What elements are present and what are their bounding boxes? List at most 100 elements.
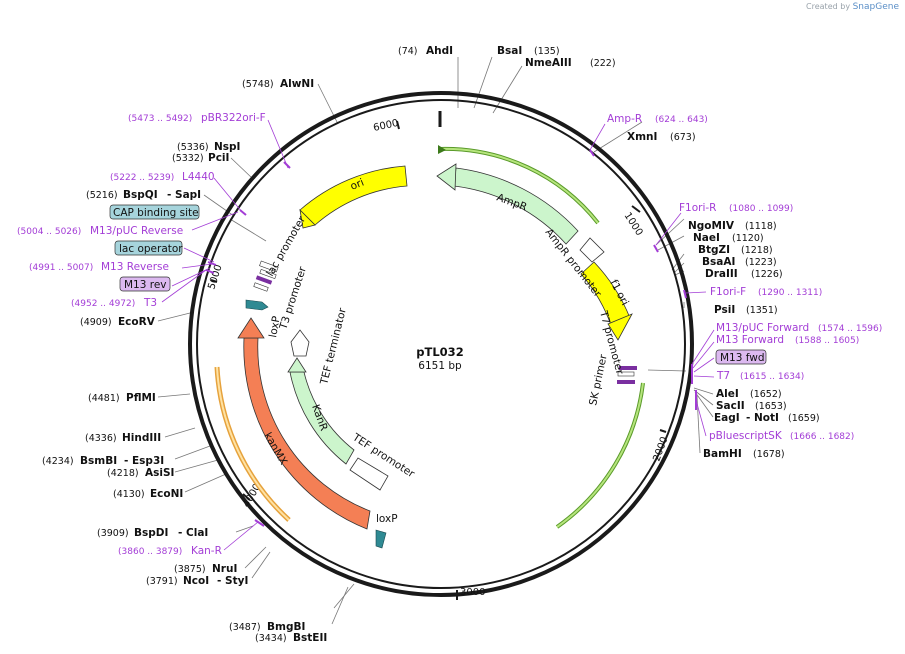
enzyme-nspi: NspI [214,141,240,153]
enzyme-eagi-pos: (1659) [788,413,820,424]
cap-binding-box [109,204,200,220]
primer-f1ori-f: F1ori-F [710,286,746,298]
primer-kan-r-pos: (3860 .. 3879) [118,547,182,557]
m13fwd-box-label: M13 fwd [720,352,765,364]
ticks [210,120,667,600]
ampr-outer-arrowhead [438,145,446,154]
enzyme-hindiii-pos: (4336) [85,433,117,444]
lac-promoter-arrow [259,260,279,273]
enzyme-naei-pos: (1120) [732,233,764,244]
enzyme-pflmi-pos: (4481) [88,393,120,404]
kanr-arrow [289,371,355,465]
t3-promoter-mark [253,282,269,292]
primer-pbr322ori-f: pBR322ori-F [201,112,266,124]
enzyme-drui: NruI [212,563,237,575]
loxp-top-arrow [245,299,269,311]
feature-sk-primer-label: SK primer [587,353,610,407]
primer-t7-pos: (1615 .. 1634) [740,372,804,382]
tef-terminator-arrow [290,329,310,357]
enzyme-xmni-pos: (673) [670,132,696,143]
primer-f1ori-f-pos: (1290 .. 1311) [758,288,822,298]
m13rev-mark [255,275,273,285]
primer-t7: T7 [716,370,730,382]
feature-tef-terminator-label: TEF terminator [318,306,349,386]
primer-amp-r: Amp-R [607,113,642,125]
enzyme-btgzi: BtgZI [698,244,730,256]
enzyme-ecorv-pos: (4909) [80,317,112,328]
backbone-inner [196,99,686,589]
sk-primer-mark [617,380,635,384]
feature-loxp-bottom-label: loxP [376,513,398,525]
primer-t3-pos: (4952 .. 4972) [71,299,135,309]
enzyme-bmgbi: BmgBI [267,621,305,633]
enzyme-ecorv: EcoRV [118,316,156,328]
enzyme-draiii: DraIII [705,268,738,280]
enzyme-ngomiv: NgoMIV [688,220,735,232]
m13rev-box [119,276,171,292]
enzyme-bsteii: BstEII [293,632,327,644]
enzyme-nmeaiii-pos: (222) [590,58,616,69]
lac-operator-box [114,240,183,256]
tef-promoter-arrow [349,457,389,491]
enzyme-ngomiv-pos: (1118) [745,221,777,232]
enzyme-asisi: AsiSI [145,467,174,479]
feature-t3-promoter-label: T3 promoter [277,265,309,332]
primer-f1ori-r-pos: (1080 .. 1099) [729,204,793,214]
kanmx-arrow [243,337,371,530]
plasmid-name: pTL032 [416,345,463,359]
leader-lines [157,56,714,625]
primer-m13-reverse-pos: (4991 .. 5007) [29,263,93,273]
enzyme-ahdi: AhdI [426,45,453,57]
m13fwd-box [715,349,767,365]
enzyme-bspqi-pos: (5216) [86,190,118,201]
enzyme-bsteii-pos: (3434) [255,633,287,644]
enzyme-naei: NaeI [693,232,720,244]
t7-promoter-mark [617,371,635,377]
enzyme-pcii: PciI [208,152,229,164]
enzyme-bsai-pos: (135) [534,46,560,57]
enzyme-psii: PsiI [714,304,735,316]
primer-m13-puc-reverse: M13/pUC Reverse [90,225,183,237]
primer-amp-r-pos: (624 .. 643) [655,115,708,125]
enzyme-clai: - ClaI [178,527,208,539]
enzyme-econi-pos: (4130) [113,489,145,500]
enzyme-xmni: XmnI [627,131,657,143]
enzyme-eagi: EagI [714,412,740,424]
enzyme-styi: - StyI [217,575,248,587]
primer-m13-forward: M13 Forward [716,334,784,346]
ampr-promoter-arrow [579,237,605,263]
enzyme-asisi-pos: (4218) [107,468,139,479]
enzyme-sapi: - SapI [167,189,201,201]
primer-l4440: L4440 [182,171,215,183]
primer-ticks [205,149,697,527]
enzyme-drui-pos: (3875) [174,564,206,575]
primer-m13-forward-pos: (1588 .. 1605) [795,336,859,346]
tick-label-3000: 3000 [460,587,485,598]
enzyme-noti: - NotI [746,412,779,424]
primer-m13-puc-forward-pos: (1574 .. 1596) [818,324,882,334]
enzyme-bspdi-pos: (3909) [97,528,129,539]
enzyme-pcii-pos: (5332) [172,153,204,164]
loxp-bottom-arrow [375,529,387,549]
primer-f1ori-r: F1ori-R [679,202,716,214]
primer-l4440-pos: (5222 .. 5239) [110,173,174,183]
lac-operator-box-label: lac operator [119,243,183,255]
snapgene-credit: Created by SnapGene [806,2,899,12]
enzyme-esp3i: - Esp3I [124,455,164,467]
primer-leaders [161,119,715,551]
enzyme-bsai: BsaI [497,45,522,57]
enzyme-nmeaiii: NmeAIII [525,57,572,69]
enzyme-alwni-pos: (5748) [242,79,274,90]
feature-ori-label: ori [349,177,366,193]
enzyme-bsaai: BsaAI [702,256,735,268]
backbone-outer [188,91,694,597]
enzyme-econi: EcoNI [150,488,183,500]
enzyme-btgzi-pos: (1218) [741,245,773,256]
primer-t3: T3 [143,297,157,309]
enzyme-bamhi: BamHI [703,448,742,460]
primer-kan-r: Kan-R [191,545,222,557]
lac-operator-mark [259,268,277,280]
enzyme-alei-pos: (1652) [750,389,782,400]
tick-label-1000: 1000 [621,211,644,238]
